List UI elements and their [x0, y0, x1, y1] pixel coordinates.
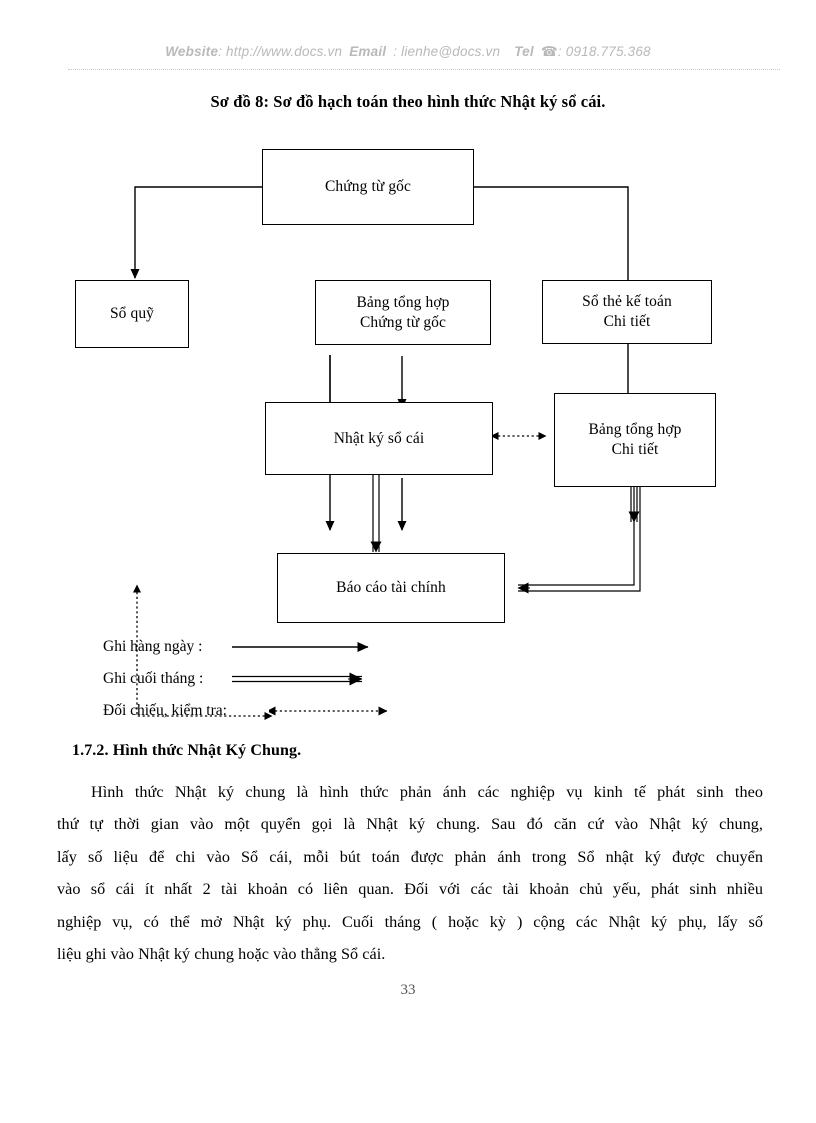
node-line: Chứng từ gốc: [324, 178, 412, 196]
figure-title: Sơ đồ 8: Sơ đồ hạch toán theo hình thức …: [210, 92, 606, 111]
header-website-label: Website: [165, 44, 219, 59]
node-line: Chứng từ gốc: [359, 313, 447, 331]
paragraph-line: vào sổ cái ít nhất 2 tài khoản có liên q…: [57, 880, 763, 899]
paragraph-line: liệu ghi vào Nhật ký chung hoặc vào thẳn…: [57, 945, 386, 964]
paragraph-line: nghiệp vụ, có thể mở Nhật ký phụ. Cuối t…: [57, 912, 763, 931]
node-nhat-ky-so-cai: Nhật ký sổ cái: [265, 402, 493, 475]
connector-bangtonghopct-to-baocao-line2: [518, 487, 641, 592]
legend-item-doi-chieu-kiem-tra: Đối chiếu, kiểm tra:: [103, 700, 523, 732]
page-number: 33: [400, 982, 416, 998]
legend-label: Ghi hàng ngày :: [103, 638, 203, 655]
node-so-quy: Sổ quỹ: [75, 280, 189, 348]
node-line: Sổ quỹ: [109, 305, 155, 323]
node-bang-tong-hop-chung-tu-goc: Bảng tổng hợp Chứng từ gốc: [315, 280, 491, 345]
node-bao-cao-tai-chinh: Báo cáo tài chính: [277, 553, 505, 623]
header-website-value: : http://www.docs.vn: [218, 44, 343, 59]
running-header: Website: http://www.docs.vn Email : lienhe…: [0, 44, 816, 60]
header-email-value: : lienhe@docs.vn: [393, 44, 501, 59]
header-tel-value: : 0918.775.368: [557, 44, 651, 59]
paragraph-line: lấy số liệu để chi vào Sổ cái, mỗi bút t…: [57, 847, 763, 866]
node-line: Bảng tổng hợp: [356, 293, 450, 311]
diagram-legend: Ghi hàng ngày : Ghi cuối tháng :: [103, 636, 523, 732]
legend-art-dotted-double-headed-arrow: [266, 700, 429, 727]
node-line: Báo cáo tài chính: [336, 579, 446, 597]
connector-chungtugoc-to-soquy: [130, 186, 262, 279]
legend-item-ghi-cuoi-thang: Ghi cuối tháng :: [103, 668, 523, 700]
node-chung-tu-goc: Chứng từ gốc: [262, 149, 474, 225]
body-paragraph: Hình thức Nhật ký chung là hình thức phả…: [57, 776, 763, 970]
connector-bangtonghopct-to-baocao-line1: [518, 487, 635, 586]
legend-label: Ghi cuối tháng :: [103, 670, 204, 687]
node-line: Chi tiết: [611, 441, 659, 458]
node-line: Bảng tổng hợp: [588, 421, 682, 439]
telephone-icon: ☎: [540, 44, 558, 59]
section-heading: 1.7.2. Hình thức Nhật Ký Chung.: [72, 742, 302, 759]
legend-label: Đối chiếu, kiểm tra:: [103, 702, 227, 719]
legend-art-double-solid-arrow: [230, 668, 390, 695]
node-line: Chi tiết: [603, 313, 651, 330]
node-line: Sổ thẻ kế toán: [582, 293, 672, 311]
header-email-label: Email: [349, 44, 387, 59]
legend-art-single-solid-arrow: [230, 636, 390, 663]
node-bang-tong-hop-chi-tiet: Bảng tổng hợp Chi tiết: [554, 393, 716, 487]
paragraph-line: thứ tự thời gian vào một quyển gọi là Nh…: [57, 815, 763, 834]
header-tel-label: Tel: [514, 44, 534, 59]
node-so-the-ke-toan-chi-tiet: Sổ thẻ kế toán Chi tiết: [542, 280, 712, 344]
flowchart-diagram: Bảng tổng hợp chi tiết (dotted, double h…: [0, 130, 816, 730]
paragraph-line: Hình thức Nhật ký chung là hình thức phả…: [91, 783, 763, 801]
header-divider: [68, 69, 780, 70]
node-line: Nhật ký sổ cái: [333, 429, 425, 447]
legend-item-ghi-hang-ngay: Ghi hàng ngày :: [103, 636, 523, 668]
